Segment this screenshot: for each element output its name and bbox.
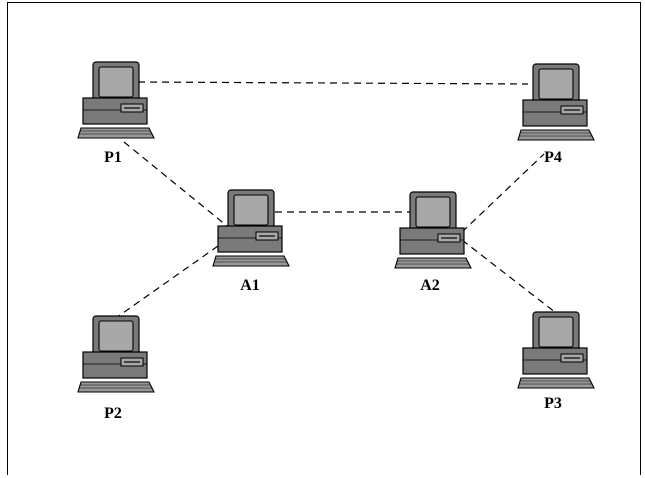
node-label-a1: A1 — [240, 277, 260, 294]
edge-p1-a1 — [123, 141, 233, 231]
node-p4: P4 — [517, 63, 595, 166]
computer-icon — [77, 315, 155, 393]
edges-layer — [112, 81, 561, 321]
edge-a1-p2 — [112, 245, 219, 321]
node-p1: P1 — [77, 61, 155, 166]
nodes-layer: P1 P4 A1 A2 P2 — [77, 61, 595, 422]
computer-icon — [517, 311, 595, 389]
node-label-p3: P3 — [544, 395, 562, 412]
computer-icon — [394, 191, 472, 269]
node-p3: P3 — [517, 311, 595, 412]
diagram-frame — [7, 2, 641, 475]
node-a1: A1 — [212, 189, 290, 294]
edge-a2-p3 — [461, 239, 561, 317]
computer-icon — [517, 63, 595, 141]
node-label-p2: P2 — [104, 405, 122, 422]
node-a2: A2 — [394, 191, 472, 294]
node-label-a2: A2 — [420, 277, 440, 294]
computer-icon — [77, 61, 155, 139]
node-label-p4: P4 — [544, 149, 562, 166]
node-p2: P2 — [77, 315, 155, 422]
edge-p1-p4 — [137, 81, 529, 85]
computer-icon — [212, 189, 290, 267]
node-label-p1: P1 — [104, 149, 122, 166]
edge-a2-p4 — [461, 153, 545, 233]
